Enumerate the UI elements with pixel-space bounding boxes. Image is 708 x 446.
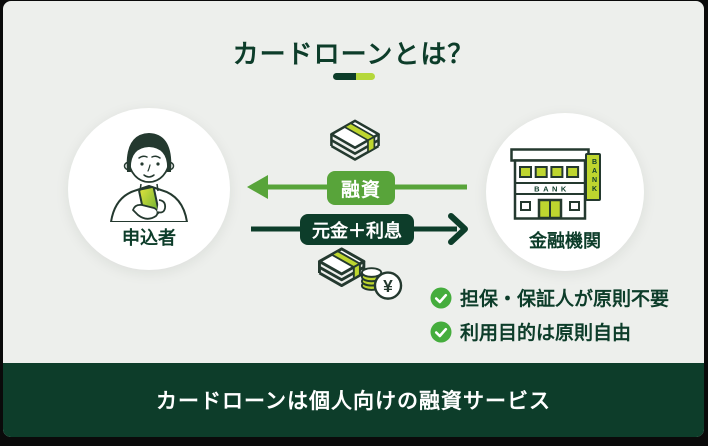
bank-sign: BANK (585, 153, 601, 201)
underline-dark-segment (332, 73, 356, 80)
applicant-person-icon (110, 133, 188, 222)
bank-building-icon: BANK (510, 148, 594, 220)
banknotes-icon (330, 119, 380, 161)
page-title: カードローンとは？ (232, 39, 475, 69)
bank-circle: BANK BANK 金融機関 (486, 113, 644, 271)
footer-text: カードローンは個人向けの融資サービス (156, 390, 551, 413)
infographic-card: カードローンとは？ (3, 1, 704, 437)
repayment-badge: 元金＋利息 (300, 214, 414, 245)
feature-item-no-collateral: 担保・保証人が原則不要 (430, 284, 669, 311)
check-icon (430, 287, 452, 308)
bank-label: 金融機関 (529, 231, 601, 251)
check-icon (430, 321, 452, 342)
repayment-badge-label: 元金＋利息 (312, 220, 402, 241)
yen-symbol: ¥ (383, 276, 393, 296)
loan-badge-label: 融資 (340, 179, 381, 201)
banknotes-coins-icon: ¥ (318, 247, 403, 300)
feature-text: 利用目的は原則自由 (460, 323, 632, 344)
applicant-label: 申込者 (122, 228, 176, 248)
underline-light-segment (355, 73, 375, 80)
feature-list: 担保・保証人が原則不要 利用目的は原則自由 (430, 284, 669, 345)
bank-board-text: BANK (534, 185, 570, 194)
feature-item-free-purpose: 利用目的は原則自由 (430, 318, 669, 345)
applicant-circle: 申込者 (68, 108, 230, 270)
feature-text: 担保・保証人が原則不要 (460, 289, 670, 310)
title-underline (332, 73, 375, 80)
footer-banner: カードローンは個人向けの融資サービス (3, 363, 704, 437)
loan-badge: 融資 (327, 171, 395, 205)
